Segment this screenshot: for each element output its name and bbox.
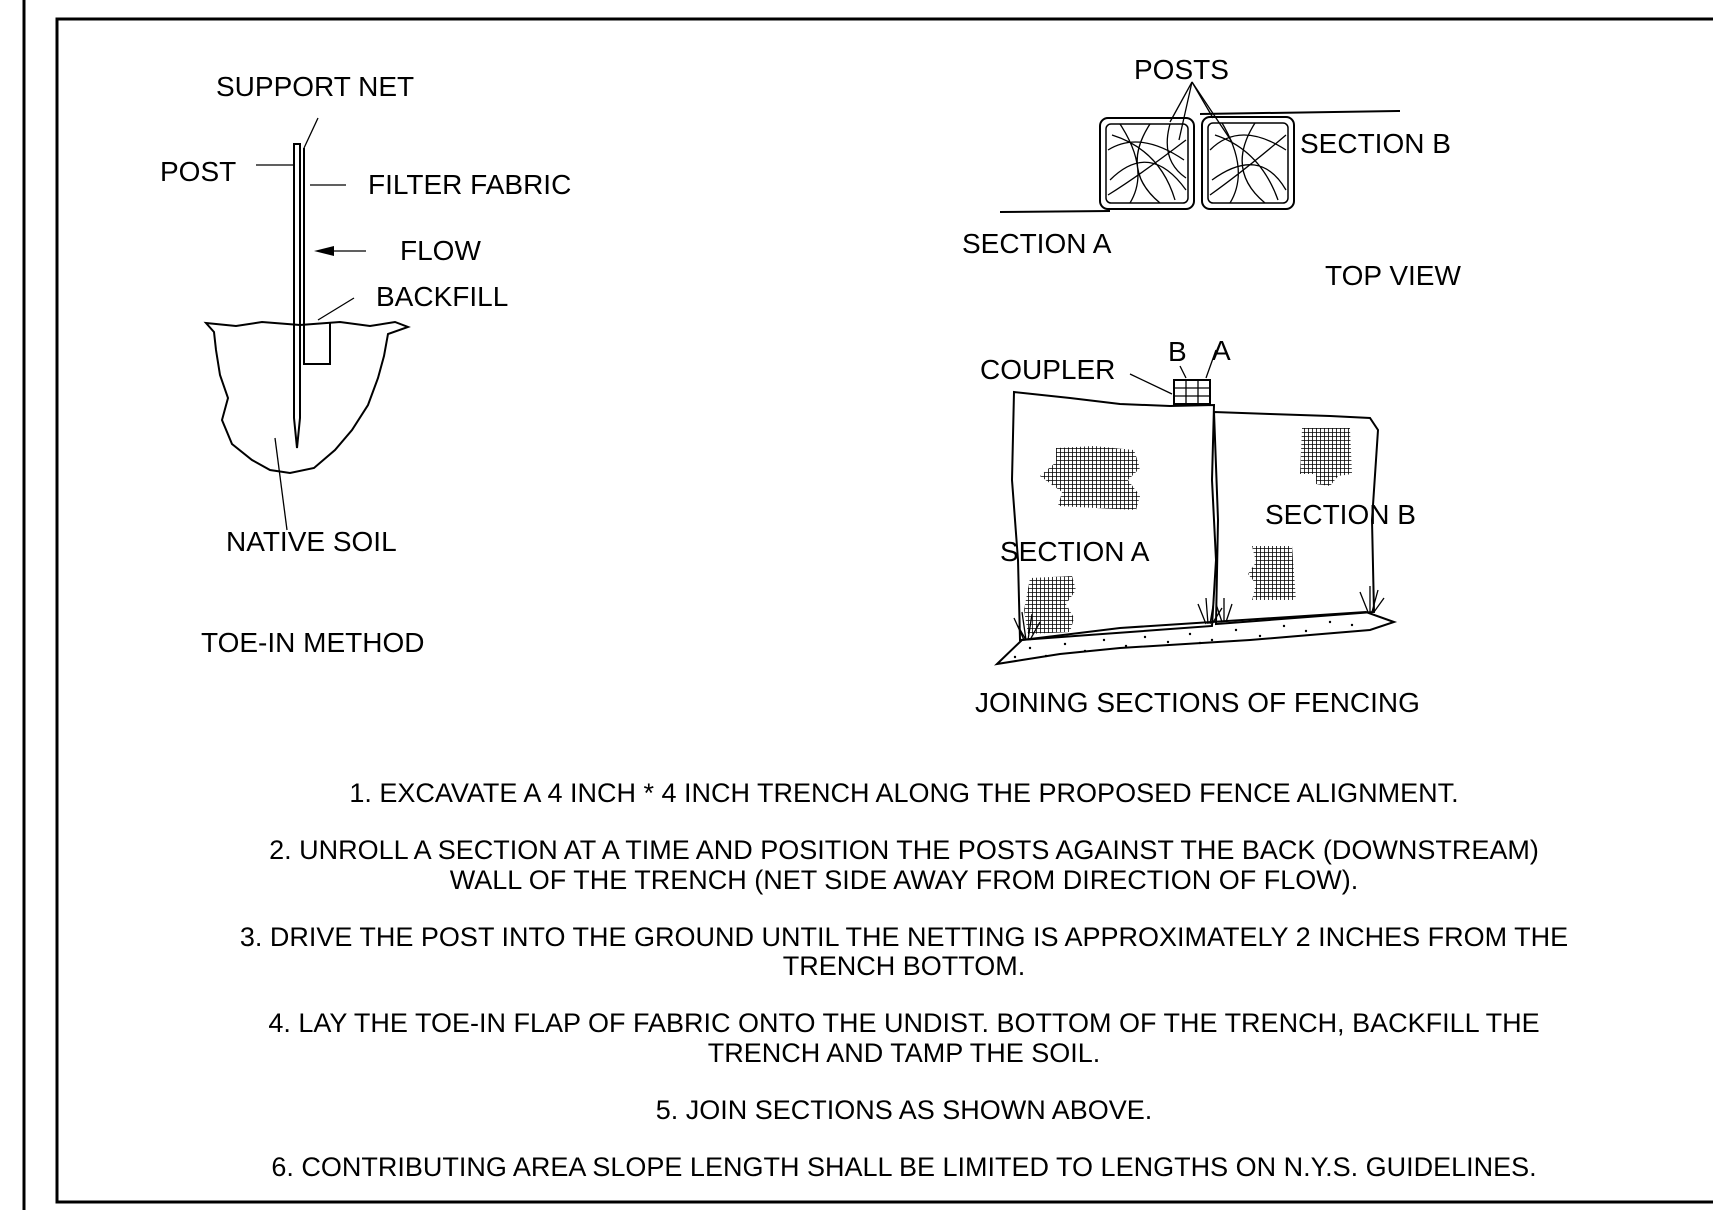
joining-sections-title: JOINING SECTIONS OF FENCING (975, 687, 1420, 718)
top-view-line-b (1199, 110, 1401, 115)
note-2-line-2: WALL OF THE TRENCH (NET SIDE AWAY FROM D… (450, 865, 1359, 895)
note-4-line-2: TRENCH AND TAMP THE SOIL. (708, 1038, 1101, 1068)
label-flow: FLOW (400, 235, 481, 266)
section-a-mesh-patch-2 (1024, 576, 1076, 634)
coupler-leader (1129, 373, 1173, 395)
joining-sections-detail: COUPLER B A SECTION B SECTION A JOINING … (975, 335, 1420, 718)
grass-tuft-3 (1215, 598, 1233, 623)
note-5-line-1: 5. JOIN SECTIONS AS SHOWN ABOVE. (656, 1095, 1153, 1125)
grass-tuft-2 (1197, 597, 1223, 625)
native-soil-leader (274, 437, 288, 531)
flow-arrow-head (314, 246, 334, 256)
top-view-title: TOP VIEW (1325, 260, 1461, 291)
section-b-mesh-patch-1 (1300, 428, 1352, 486)
native-soil-outline (203, 320, 411, 475)
note-1-line-1: 1. EXCAVATE A 4 INCH * 4 INCH TRENCH ALO… (349, 778, 1458, 808)
top-view-line-a (999, 210, 1111, 213)
section-b-panel (1212, 410, 1380, 626)
ground-stipple (1013, 620, 1354, 659)
label-join-section-b: SECTION B (1265, 499, 1416, 530)
section-a-panel (1010, 390, 1218, 642)
support-net-leader (303, 117, 319, 149)
note-3-line-2: TRENCH BOTTOM. (783, 951, 1026, 981)
posts-leader-c (1178, 81, 1193, 141)
note-2-line-1: 2. UNROLL A SECTION AT A TIME AND POSITI… (269, 835, 1539, 865)
label-top-section-b: SECTION B (1300, 128, 1451, 159)
notes: 1. EXCAVATE A 4 INCH * 4 INCH TRENCH ALO… (240, 778, 1568, 1182)
post (293, 143, 301, 449)
label-support-net: SUPPORT NET (216, 71, 414, 102)
label-native-soil: NATIVE SOIL (226, 526, 397, 557)
a-leader (1205, 349, 1217, 379)
label-a: A (1212, 335, 1231, 366)
label-b: B (1168, 336, 1187, 367)
sheet-border (55, 17, 1713, 1204)
section-a-mesh-patch-1 (1040, 446, 1140, 510)
toe-in-flap (303, 322, 331, 365)
label-post: POST (160, 156, 236, 187)
note-3-line-1: 3. DRIVE THE POST INTO THE GROUND UNTIL … (240, 922, 1568, 952)
posts-leader-a (1169, 81, 1193, 123)
top-view-detail: POSTS SECTION B SECTION A TOP VIEW (962, 54, 1461, 291)
label-filter-fabric: FILTER FABRIC (368, 169, 571, 200)
label-backfill: BACKFILL (376, 281, 508, 312)
b-leader (1179, 365, 1187, 379)
grass-tuft-4 (1359, 586, 1385, 613)
ground-strip (994, 610, 1398, 666)
note-6-line-1: 6. CONTRIBUTING AREA SLOPE LENGTH SHALL … (271, 1152, 1536, 1182)
posts-leader-d (1191, 81, 1233, 143)
coupler (1173, 379, 1211, 405)
note-4-line-1: 4. LAY THE TOE-IN FLAP OF FABRIC ONTO TH… (268, 1008, 1539, 1038)
label-top-section-a: SECTION A (962, 228, 1112, 259)
grass-tuft-1 (1013, 611, 1041, 641)
backfill-leader (317, 297, 355, 321)
toe-in-method-title: TOE-IN METHOD (201, 627, 424, 658)
section-a-rolled-post (1099, 117, 1195, 210)
label-coupler: COUPLER (980, 354, 1115, 385)
label-posts: POSTS (1134, 54, 1229, 85)
section-b-mesh-patch-2 (1248, 546, 1296, 600)
toe-in-method-detail: SUPPORT NET POST FILTER FABRIC FLOW BACK… (160, 71, 571, 658)
label-join-section-a: SECTION A (1000, 536, 1150, 567)
section-b-rolled-post (1201, 116, 1295, 210)
